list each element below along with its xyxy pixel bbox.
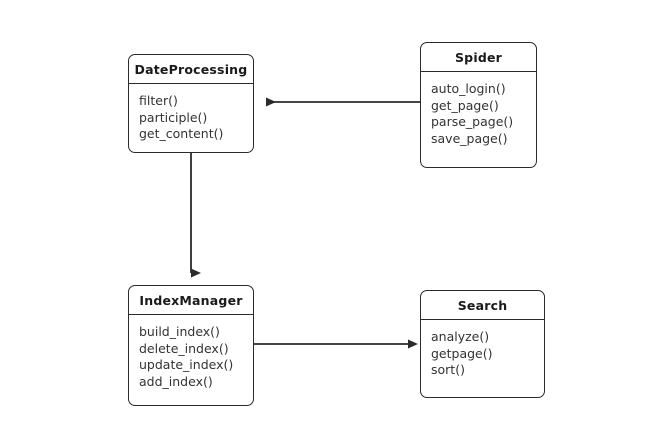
uml-class-spider[interactable]: Spider auto_login() get_page() parse_pag… [420,42,537,168]
uml-class-title: IndexManager [129,286,253,315]
uml-member: add_index() [139,373,213,389]
uml-member-list: analyze() getpage() sort() [421,320,544,397]
uml-class-indexmanager[interactable]: IndexManager build_index() delete_index(… [128,285,254,406]
uml-member: sort() [431,362,465,377]
uml-class-dateprocessing[interactable]: DateProcessing filter() participle() get… [128,54,254,153]
uml-member: getpage() [431,345,493,361]
uml-member-list: filter() participle() get_content() [129,84,253,152]
uml-class-title: Search [421,291,544,320]
uml-class-title: DateProcessing [129,55,253,84]
uml-member: participle() [139,109,208,125]
uml-class-title: Spider [421,43,536,72]
uml-member: analyze() [431,329,490,344]
uml-member: parse_page() [431,114,514,129]
uml-member: get_page() [431,97,499,113]
uml-class-search[interactable]: Search analyze() getpage() sort() [420,290,545,398]
uml-member: auto_login() [431,81,506,96]
uml-member: build_index() [139,324,220,339]
uml-member: filter() [139,93,178,108]
uml-member: update_index() [139,357,234,372]
uml-member: save_page() [431,130,508,146]
uml-member: get_content() [139,126,224,141]
uml-member: delete_index() [139,340,229,356]
uml-member-list: build_index() delete_index() update_inde… [129,315,253,405]
uml-member-list: auto_login() get_page() parse_page() sav… [421,72,536,167]
